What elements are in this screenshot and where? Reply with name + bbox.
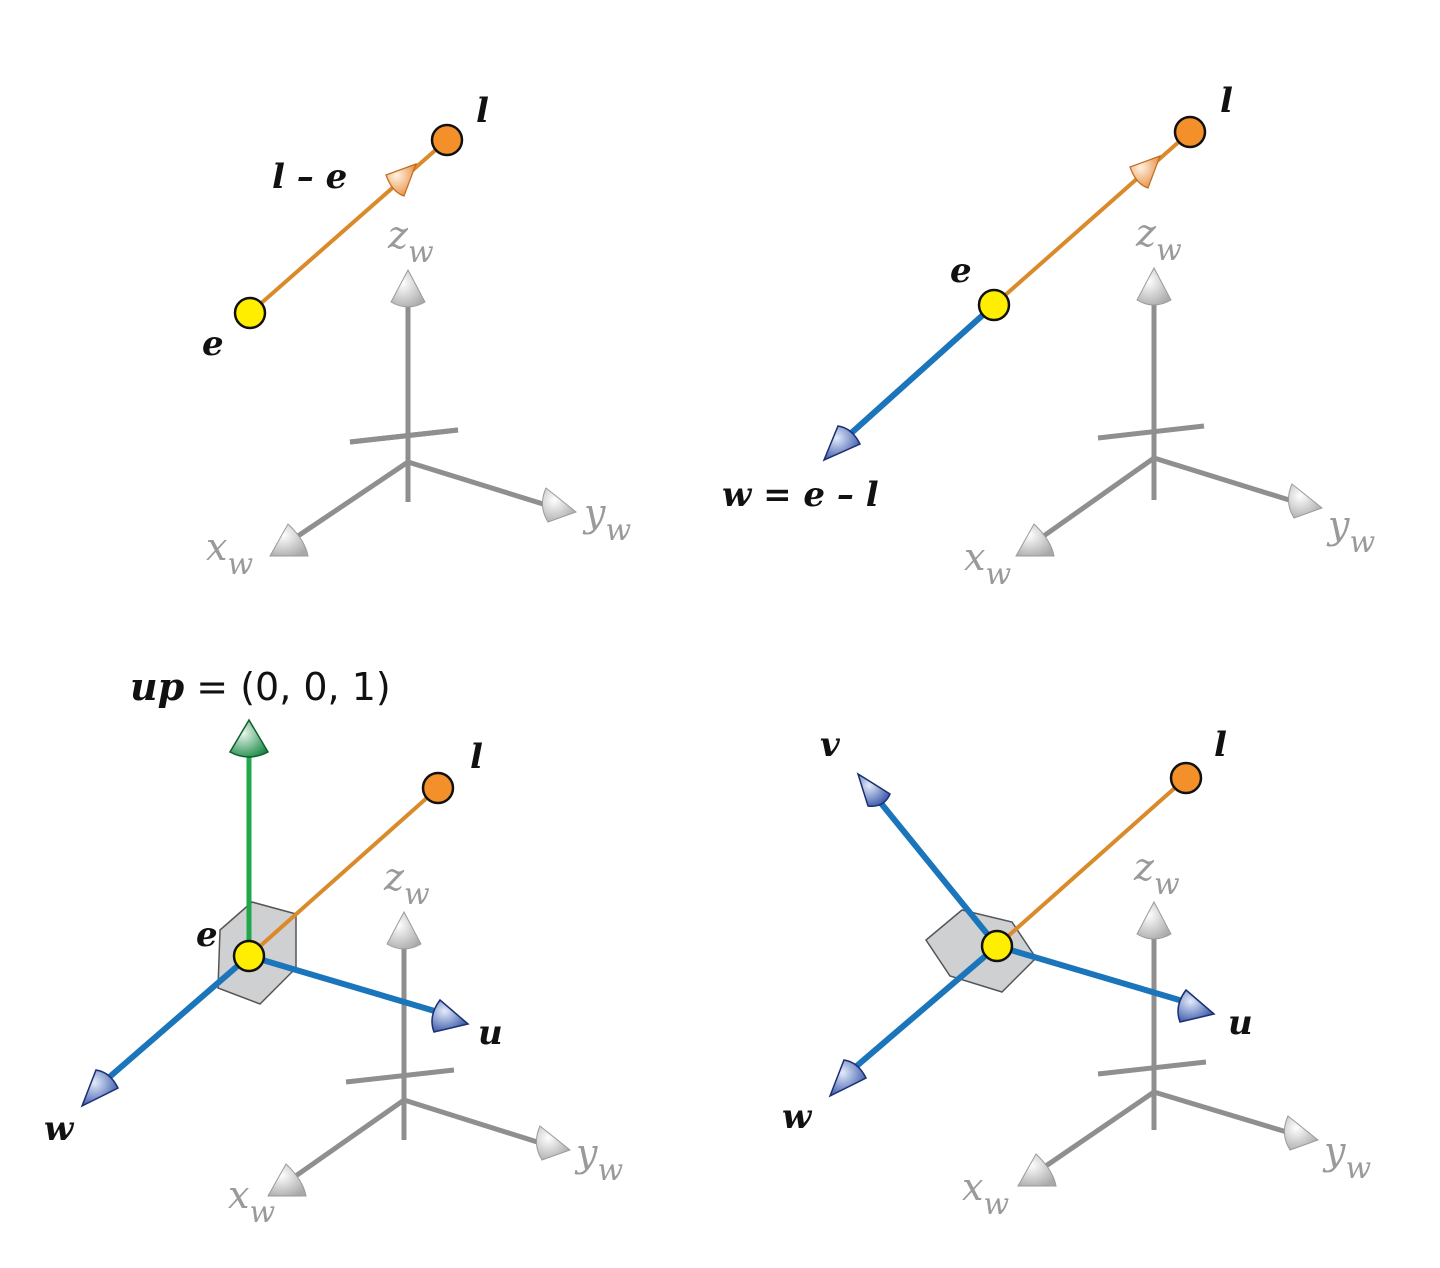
x-axis-label: xw (962, 1165, 1009, 1222)
w-equation-label: w = e – l (722, 475, 879, 515)
look-point (1169, 761, 1203, 795)
x-arrow-icon (269, 523, 309, 557)
w-label: w (782, 1097, 813, 1137)
x-axis-label: xw (206, 525, 253, 582)
w-axis-line (850, 943, 999, 1073)
u-axis-line (248, 953, 439, 1015)
look-label: l (1214, 725, 1227, 765)
l-minus-e-label: l – e (272, 157, 347, 197)
world-y-axis (407, 459, 557, 511)
eye-point (233, 296, 267, 330)
world-x-axis (290, 459, 410, 543)
v-arrow-icon (856, 772, 891, 807)
look-line (247, 786, 440, 958)
z-axis-label: zw (1133, 845, 1180, 902)
z-axis-label: zw (1135, 211, 1182, 268)
eye-point (232, 939, 266, 973)
x-axis-label: xw (964, 535, 1011, 592)
z-axis-label: zw (387, 213, 434, 270)
eye-point (980, 929, 1014, 963)
y-axis-label: yw (1326, 503, 1375, 560)
world-axis-cross (1097, 423, 1205, 441)
look-point (421, 771, 455, 805)
eye-label: e (950, 251, 972, 291)
world-axes: zw xw yw (228, 855, 623, 1230)
direction-arrow-icon (1129, 154, 1162, 189)
eye-label: e (202, 324, 224, 364)
world-x-axis (1036, 455, 1156, 543)
image-plane (925, 909, 1037, 993)
w-arrow-icon (80, 1069, 120, 1108)
panel-camera-frame: zw xw yw l v u w (782, 725, 1371, 1222)
z-arrow-icon (1136, 266, 1172, 306)
z-arrow-icon (390, 268, 426, 308)
panel-w-vector: zw xw yw e l w = e – l (722, 81, 1375, 592)
y-axis-label: yw (1322, 1129, 1371, 1186)
world-x-axis (1038, 1089, 1156, 1173)
world-axes: zw xw yw (964, 211, 1375, 592)
world-y-axis (403, 1097, 551, 1149)
panel-up-vector: zw xw yw up = (0, 0, 1) e l u w (44, 664, 623, 1230)
world-x-axis (288, 1097, 406, 1183)
eye-label: e (196, 915, 218, 955)
z-axis-label: zw (383, 855, 430, 912)
w-axis-line (845, 302, 997, 439)
u-label: u (478, 1013, 503, 1053)
look-label: l (476, 91, 489, 131)
world-axes: zw xw yw (206, 213, 631, 582)
x-arrow-icon (267, 1163, 307, 1197)
v-axis-line (877, 800, 1000, 948)
y-axis-label: yw (582, 491, 631, 548)
u-arrow-icon (1177, 988, 1216, 1023)
z-arrow-icon (1136, 900, 1172, 940)
up-equation-label: up = (0, 0, 1) (130, 664, 391, 709)
world-y-axis (1153, 1089, 1301, 1139)
x-arrow-icon (1017, 1153, 1057, 1187)
w-arrow-icon (822, 425, 862, 462)
w-arrow-icon (828, 1059, 868, 1098)
up-arrow-icon (228, 718, 270, 758)
y-arrow-icon (536, 1125, 572, 1161)
u-label: u (1228, 1003, 1253, 1043)
w-axis-line (104, 953, 251, 1083)
eye-point (977, 288, 1011, 322)
y-arrow-icon (1288, 483, 1324, 519)
direction-arrow-icon (385, 162, 418, 197)
look-point (430, 123, 464, 157)
u-axis-line (996, 943, 1187, 1005)
z-arrow-icon (386, 910, 422, 950)
world-axis-cross (1097, 1059, 1207, 1077)
u-arrow-icon (431, 998, 470, 1033)
look-point (1173, 115, 1207, 149)
look-label: l (470, 737, 483, 777)
y-axis-label: yw (574, 1131, 623, 1188)
look-label: l (1220, 81, 1233, 121)
v-label: v (820, 725, 841, 765)
look-line (995, 776, 1188, 948)
x-axis-label: xw (228, 1173, 275, 1230)
look-line (992, 130, 1192, 307)
w-label: w (44, 1109, 75, 1149)
x-arrow-icon (1015, 523, 1055, 557)
y-arrow-icon (542, 487, 578, 523)
world-y-axis (1153, 455, 1303, 507)
world-axis-cross (349, 427, 459, 445)
y-arrow-icon (1284, 1115, 1320, 1151)
world-axes: zw xw yw (962, 845, 1371, 1222)
world-axis-cross (345, 1067, 455, 1085)
panel-look-vector: zw xw yw e l l – e (202, 91, 631, 582)
